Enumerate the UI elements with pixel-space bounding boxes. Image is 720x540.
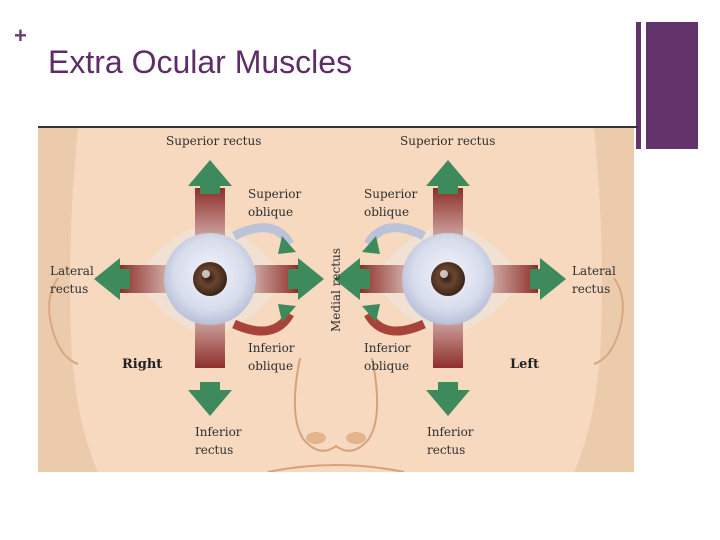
label-superior-oblique-right-1: Superior (248, 187, 302, 201)
arrow-inferior-oblique-left (362, 304, 380, 322)
face-shadow-left (38, 128, 98, 472)
arrow-inferior-rectus-right (188, 382, 232, 416)
label-inferior-rectus-left-1: Inferior (427, 425, 474, 439)
label-lateral-rectus-left-1: Lateral (572, 264, 616, 278)
iris-highlight-right (202, 270, 210, 278)
label-lateral-rectus-left-2: rectus (572, 282, 610, 296)
arrow-medial-rectus-left (334, 258, 370, 300)
arrow-inferior-oblique-right (278, 304, 296, 322)
muscle-superior-oblique-left (364, 223, 427, 247)
label-inferior-oblique-right-2: oblique (248, 359, 293, 373)
accent-bar-thin (636, 22, 641, 149)
label-superior-rectus-left: Superior rectus (400, 134, 495, 148)
label-lateral-rectus-right-2: rectus (50, 282, 88, 296)
label-inferior-oblique-left-1: Inferior (364, 341, 411, 355)
nose-outline (293, 357, 379, 452)
ear-right (593, 277, 624, 365)
label-side-left: Left (510, 357, 539, 372)
divider-line (38, 126, 638, 128)
nostril-right (346, 432, 366, 444)
accent-bar-thick (646, 22, 698, 149)
arrow-lateral-rectus-right (94, 258, 130, 300)
iris-left (431, 262, 465, 296)
label-inferior-oblique-right-1: Inferior (248, 341, 295, 355)
eye-muscles-svg: Superior rectus Superior rectus Superior… (38, 128, 634, 472)
label-inferior-rectus-left-2: rectus (427, 443, 465, 457)
arrow-medial-rectus-right (288, 258, 324, 300)
label-inferior-rectus-right-1: Inferior (195, 425, 242, 439)
eye-muscles-illustration: Superior rectus Superior rectus Superior… (38, 128, 634, 472)
muscle-superior-oblique-right (231, 223, 294, 247)
iris-highlight-left (440, 270, 448, 278)
label-superior-rectus-right: Superior rectus (166, 134, 261, 148)
label-side-right: Right (122, 357, 162, 372)
arrow-superior-rectus-left (426, 160, 470, 194)
bullet-plus: + (14, 23, 27, 48)
label-superior-oblique-left-2: oblique (364, 205, 409, 219)
slide-title: Extra Ocular Muscles (48, 44, 353, 80)
label-superior-oblique-left-1: Superior (364, 187, 418, 201)
arrow-lateral-rectus-left (530, 258, 566, 300)
label-superior-oblique-right-2: oblique (248, 205, 293, 219)
muscle-inferior-oblique-right (232, 311, 294, 336)
eye-right (94, 160, 324, 416)
iris-right (193, 262, 227, 296)
muscle-inferior-oblique-left (364, 311, 426, 336)
ear-left (48, 277, 79, 365)
arrow-superior-rectus-right (188, 160, 232, 194)
mouth-hint (267, 464, 405, 472)
eye-left (334, 160, 566, 416)
arrow-superior-oblique-right (278, 236, 296, 254)
arrow-inferior-rectus-left (426, 382, 470, 416)
face-shadow-right (574, 128, 634, 472)
nostril-left (306, 432, 326, 444)
label-inferior-rectus-right-2: rectus (195, 443, 233, 457)
face-skin (38, 128, 634, 472)
label-medial-rectus: Medial rectus (329, 248, 343, 332)
label-inferior-oblique-left-2: oblique (364, 359, 409, 373)
label-lateral-rectus-right-1: Lateral (50, 264, 94, 278)
arrow-superior-oblique-left (362, 236, 380, 254)
